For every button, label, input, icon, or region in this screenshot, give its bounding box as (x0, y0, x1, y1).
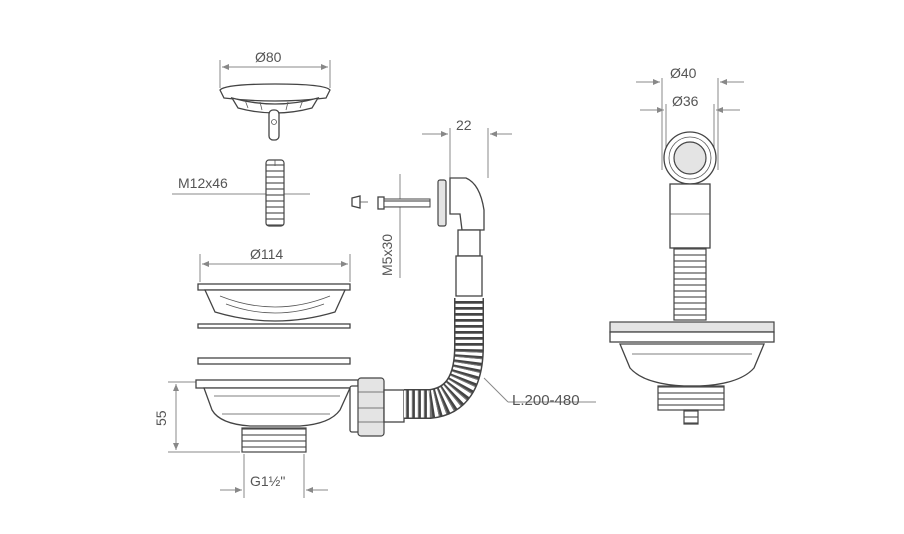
bowl-diameter-label: Ø114 (250, 246, 283, 262)
strainer-diameter-label: Ø80 (255, 49, 282, 65)
height-label: 55 (153, 410, 169, 426)
drain-body: 55 G1½" (153, 377, 405, 498)
hose-length-label: L.200-480 (512, 392, 580, 409)
outer-diameter-label: Ø40 (670, 65, 697, 81)
screw-m12: M12x46 (172, 159, 310, 227)
overflow-assembly: 22 WATER L.200-480 (404, 117, 596, 419)
strainer-basket: Ø80 (219, 49, 331, 141)
overflow-screw-label: M5x30 (379, 234, 395, 276)
side-view: Ø40 Ø36 (609, 65, 775, 425)
drain-bowl: Ø114 (197, 246, 351, 365)
overflow-screw: M5x30 (351, 174, 431, 278)
thread-size-label: G1½" (250, 473, 285, 489)
screw-size-label: M12x46 (178, 175, 228, 191)
overflow-width-label: 22 (456, 117, 472, 133)
inner-diameter-label: Ø36 (672, 93, 699, 109)
